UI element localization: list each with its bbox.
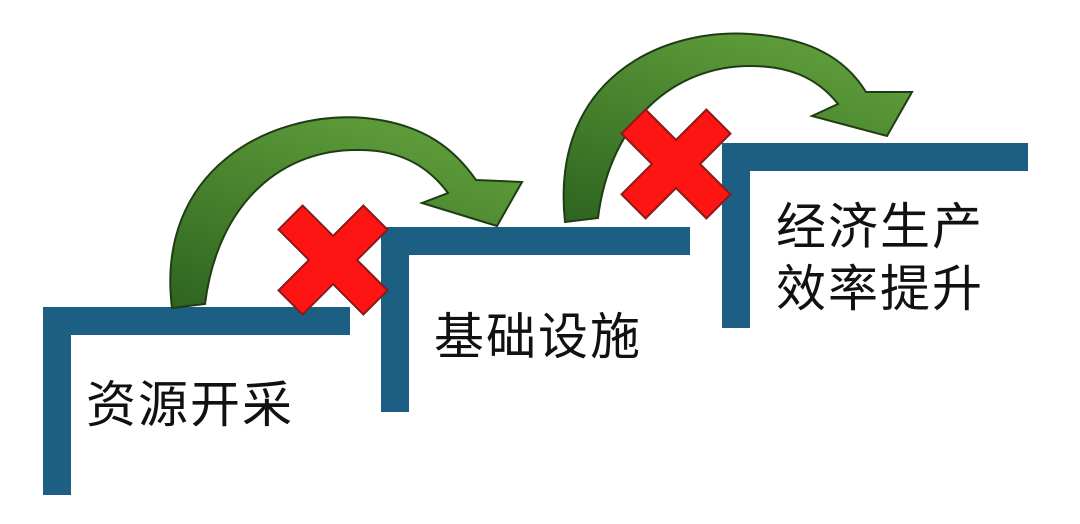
step-1-line	[43, 307, 350, 495]
step-2-label: 基础设施	[434, 306, 642, 368]
step-1-label: 资源开采	[86, 374, 294, 436]
step-2-line	[381, 227, 690, 412]
step-3-label-line1: 经济生产	[776, 198, 984, 256]
step-2-label-text: 基础设施	[434, 308, 642, 366]
step-1-label-text: 资源开采	[86, 376, 294, 434]
step-3-label-line2: 效率提升	[776, 260, 984, 318]
curved-arrow-icon	[562, 32, 914, 224]
red-cross-icon	[277, 204, 389, 316]
step-3-line	[722, 143, 1028, 328]
curved-arrow-icon	[169, 116, 524, 310]
step-3-label: 经济生产 效率提升	[776, 196, 984, 320]
red-cross-icon	[620, 108, 732, 220]
